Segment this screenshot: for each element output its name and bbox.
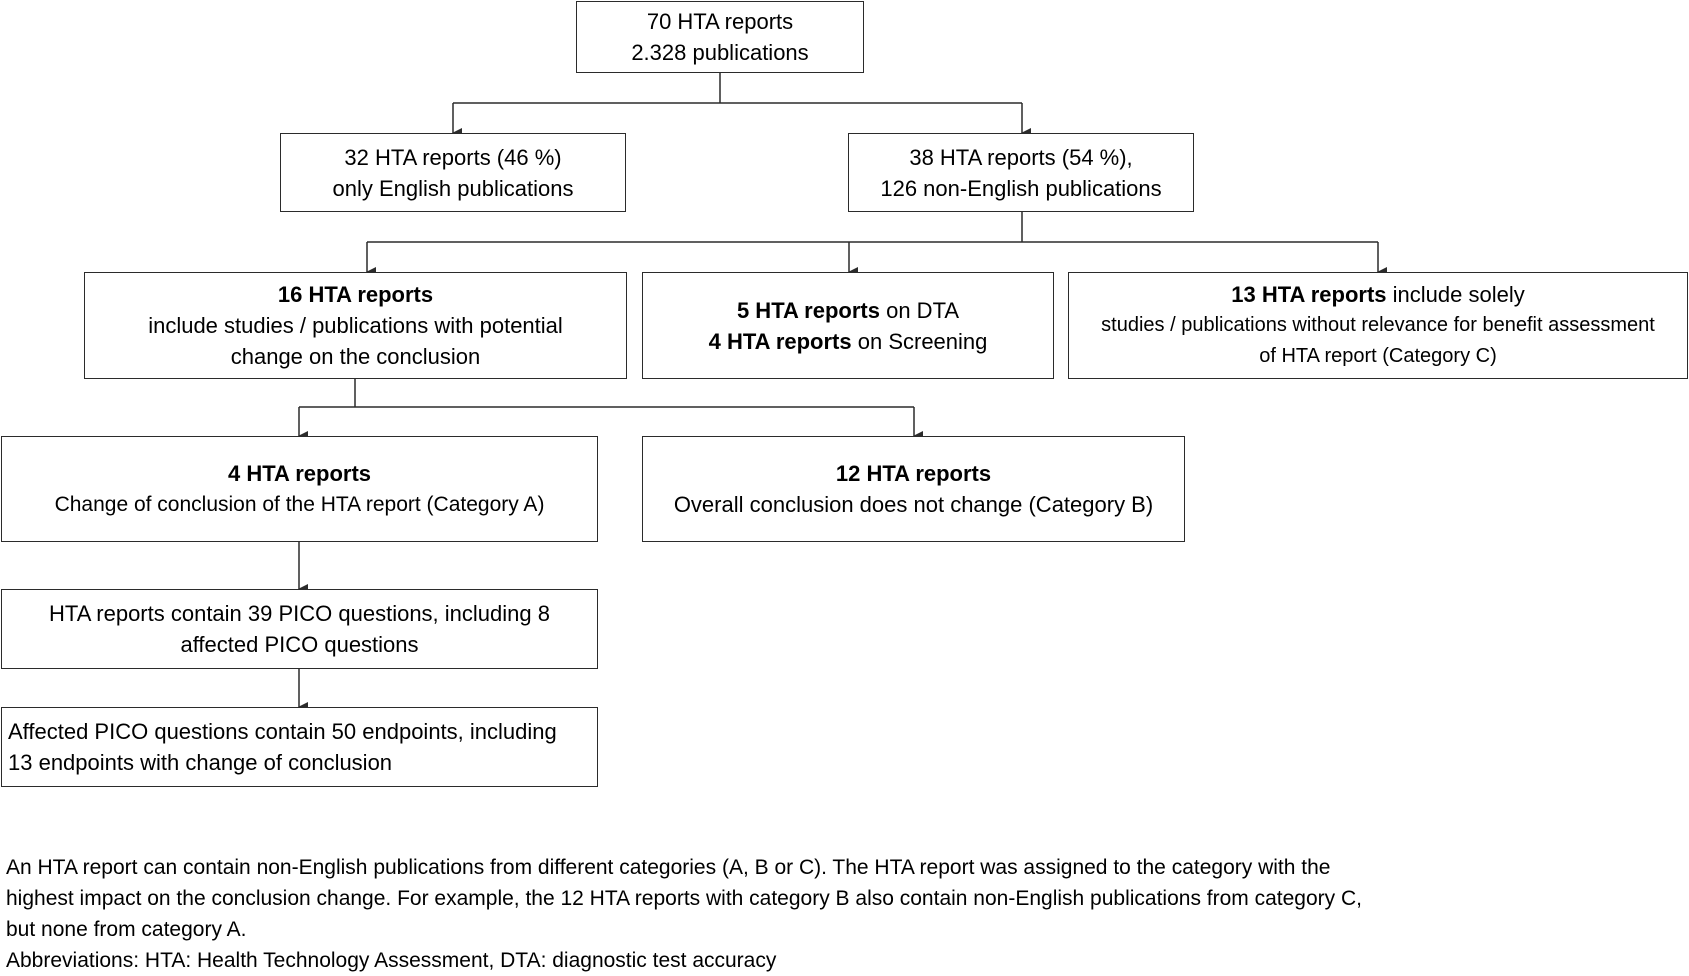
box-category-a: 4 HTA reports Change of conclusion of th… xyxy=(1,436,598,542)
box-endpoints: Affected PICO questions contain 50 endpo… xyxy=(1,707,598,787)
potential-line-2: include studies / publications with pote… xyxy=(148,313,563,338)
english-line-2: only English publications xyxy=(332,175,574,201)
category-a-line-2: Change of conclusion of the HTA report (… xyxy=(54,493,545,516)
box-category-c: 13 HTA reports include solely studies / … xyxy=(1068,272,1688,379)
root-line-2: 2.328 publications xyxy=(631,40,809,65)
category-c-line-3: of HTA report (Category C) xyxy=(1259,345,1497,367)
pico-line-1: HTA reports contain 39 PICO questions, i… xyxy=(49,601,550,626)
screening-count: 4 HTA reports xyxy=(708,328,852,354)
category-a-line-1: 4 HTA reports xyxy=(227,461,372,486)
footnote-line-2: highest impact on the conclusion change.… xyxy=(6,887,1362,910)
footnote-abbreviations: Abbreviations: HTA: Health Technology As… xyxy=(6,949,777,972)
box-root: 70 HTA reports 2.328 publications xyxy=(576,1,864,73)
root-line-1: 70 HTA reports xyxy=(646,9,794,34)
potential-line-1: 16 HTA reports xyxy=(277,282,434,307)
category-b-line-1: 12 HTA reports xyxy=(835,461,992,486)
category-c-count: 13 HTA reports xyxy=(1231,282,1387,307)
english-line-1: 32 HTA reports (46 %) xyxy=(344,144,562,170)
non-english-line-1: 38 HTA reports (54 %), xyxy=(909,144,1133,170)
screening-line: 4 HTA reports on Screening xyxy=(709,326,988,357)
category-c-label: include solely xyxy=(1386,282,1525,307)
box-category-b: 12 HTA reports Overall conclusion does n… xyxy=(642,436,1185,542)
box-pico-questions: HTA reports contain 39 PICO questions, i… xyxy=(1,589,598,669)
box-english-only: 32 HTA reports (46 %) only English publi… xyxy=(280,133,626,212)
screening-label: on Screening xyxy=(851,328,988,354)
potential-line-3: change on the conclusion xyxy=(230,344,481,369)
box-dta-screening: 5 HTA reports on DTA 4 HTA reports on Sc… xyxy=(642,272,1054,379)
endpoints-line-1: Affected PICO questions contain 50 endpo… xyxy=(8,719,557,744)
box-potential-change: 16 HTA reports include studies / publica… xyxy=(84,272,627,379)
endpoints-line-2: 13 endpoints with change of conclusion xyxy=(8,750,393,775)
dta-count: 5 HTA reports xyxy=(736,297,880,323)
footnote-line-1: An HTA report can contain non-English pu… xyxy=(6,856,1331,879)
footnote: An HTA report can contain non-English pu… xyxy=(6,852,1566,976)
box-non-english: 38 HTA reports (54 %), 126 non-English p… xyxy=(848,133,1194,212)
dta-label: on DTA xyxy=(879,297,960,323)
category-c-line-2: studies / publications without relevance… xyxy=(1101,314,1655,336)
category-b-line-2: Overall conclusion does not change (Cate… xyxy=(673,492,1154,517)
footnote-line-3: but none from category A. xyxy=(6,918,247,941)
non-english-line-2: 126 non-English publications xyxy=(880,175,1162,201)
category-c-line-1: 13 HTA reports include solely xyxy=(1231,279,1524,310)
pico-line-2: affected PICO questions xyxy=(180,632,419,657)
dta-line: 5 HTA reports on DTA xyxy=(737,295,959,326)
